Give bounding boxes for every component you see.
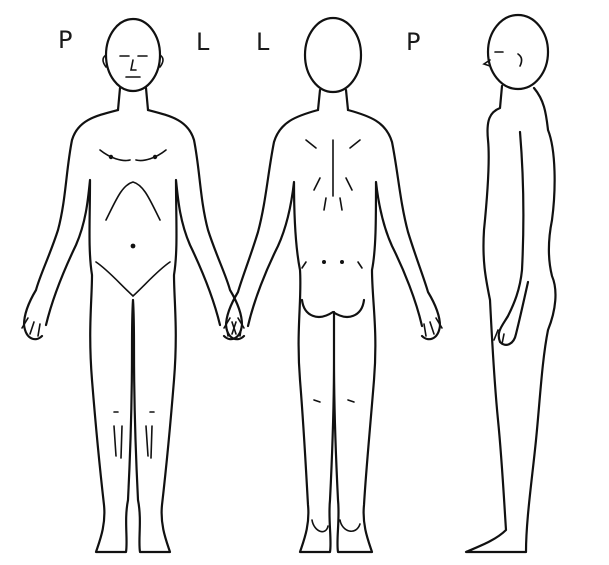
- front-body-outline: [24, 110, 220, 552]
- front-nose: [131, 60, 136, 70]
- front-left-arm: [148, 110, 242, 339]
- front-rib-margin: [106, 182, 160, 220]
- side-body-outline: [466, 86, 555, 552]
- front-figure: [22, 19, 244, 552]
- back-figure: [224, 18, 442, 552]
- front-nipple-left: [153, 155, 157, 159]
- back-body-outline: [226, 110, 422, 552]
- front-left-knee: [146, 412, 154, 458]
- back-lumbar-marks: [324, 198, 342, 210]
- front-nipple-right: [109, 155, 113, 159]
- back-head: [305, 18, 361, 92]
- back-heels: [312, 520, 360, 532]
- back-left-arm: [348, 110, 440, 339]
- back-dimple-left: [322, 260, 326, 264]
- back-dimple-right: [340, 260, 344, 264]
- side-ear: [518, 54, 522, 66]
- side-arm: [499, 132, 528, 345]
- side-figure: [466, 15, 555, 552]
- front-navel: [131, 244, 136, 249]
- front-groin-line: [96, 262, 170, 296]
- front-head: [106, 19, 160, 91]
- front-right-knee: [114, 412, 122, 458]
- back-hip-marks: [302, 262, 362, 268]
